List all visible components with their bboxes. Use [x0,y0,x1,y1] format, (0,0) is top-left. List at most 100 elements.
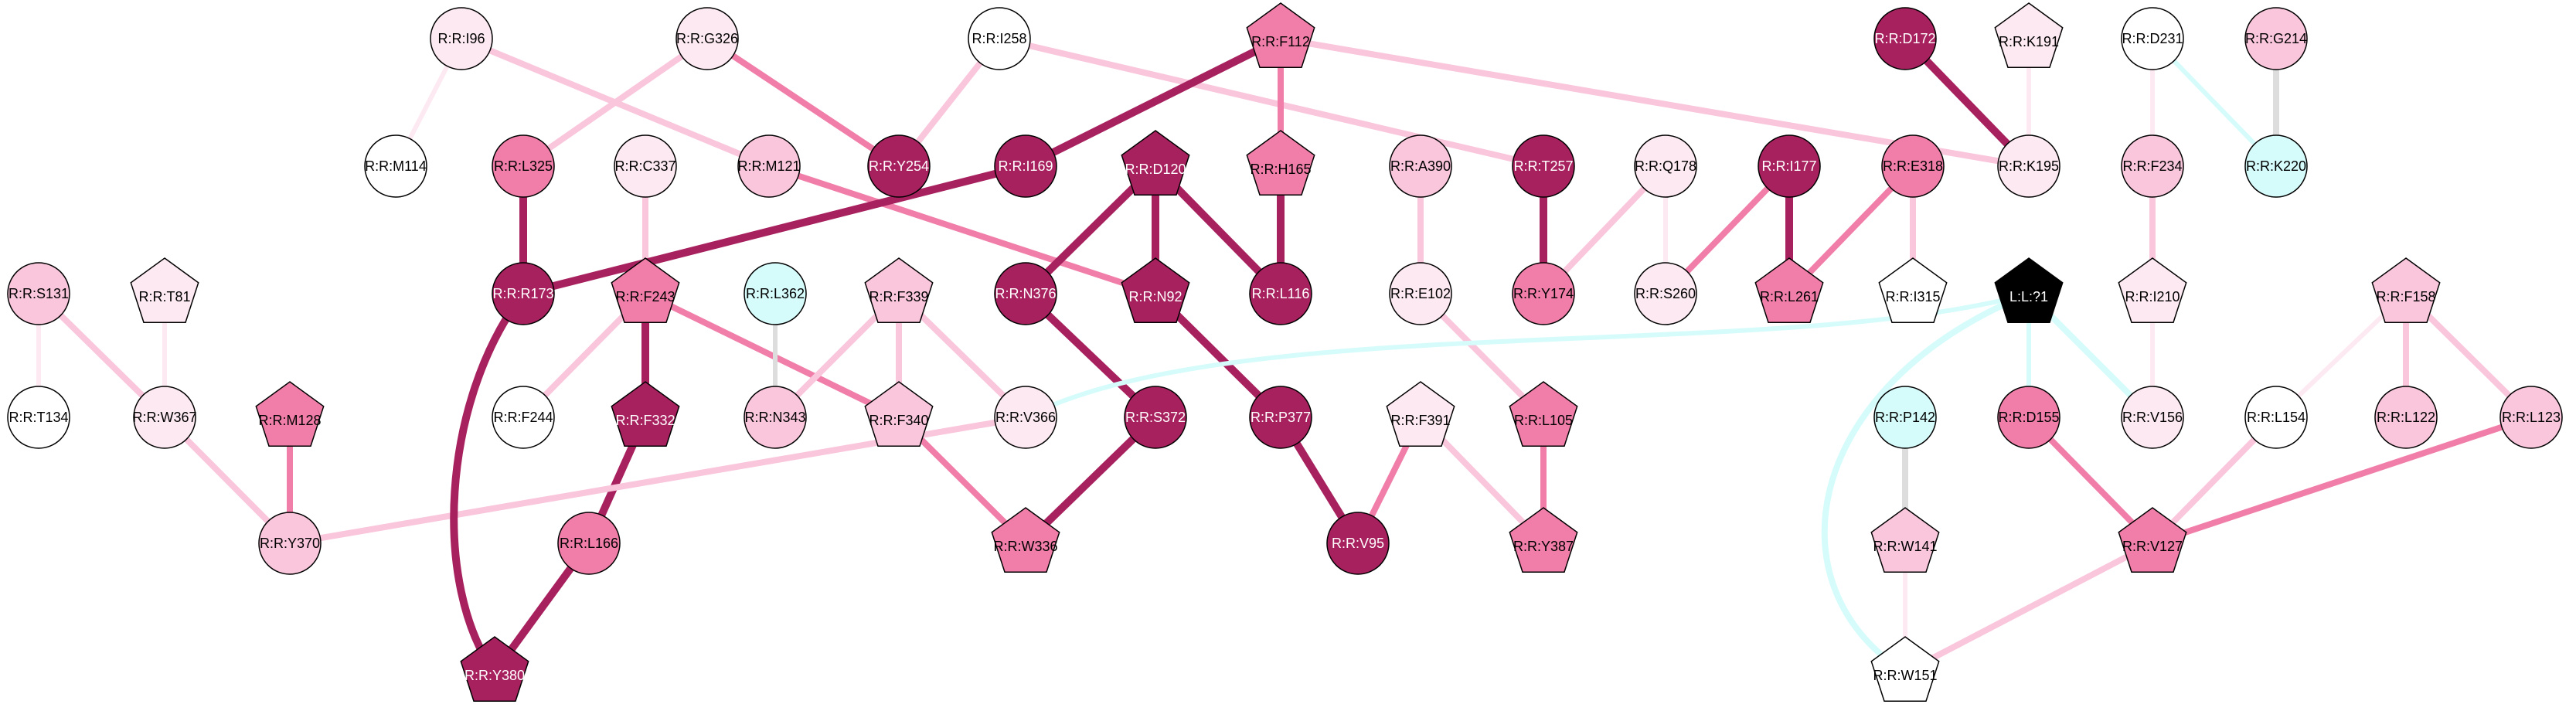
node-r-r-l325: R:R:L325 [492,134,555,198]
node-r-r-g214: R:R:G214 [2244,7,2308,70]
node-label: R:R:E318 [1883,158,1943,174]
node-r-r-f339: R:R:F339 [864,257,934,323]
edge-l1-w151 [1821,291,2032,675]
node-r-r-k195: R:R:K195 [1997,134,2060,198]
node-label: R:R:D172 [1874,31,1935,46]
circle-node-shape [133,386,196,449]
circle-node-shape [1512,262,1575,325]
pentagon-node-shape [991,507,1060,573]
node-label: R:R:W367 [132,410,196,425]
node-label: R:R:R173 [492,286,553,301]
node-label: R:R:T81 [138,289,190,304]
node-r-r-l116: R:R:L116 [1249,262,1312,325]
node-r-r-f243: R:R:F243 [611,257,680,323]
edge-f112-i169 [1022,35,1285,170]
node-r-r-v95: R:R:V95 [1326,512,1390,575]
pentagon-node-shape [1870,636,1940,702]
circle-node-shape [1249,386,1312,449]
edge-i258-t257 [996,36,1547,169]
pentagon-node-shape [1386,381,1455,447]
pentagon-node-shape [130,257,199,323]
node-label: R:R:K191 [1999,34,2059,49]
node-label: R:R:Y380 [464,668,525,683]
node-label: R:R:V127 [2122,539,2183,554]
node-label: R:R:S131 [9,286,69,301]
circle-node-shape [2244,134,2308,198]
node-r-r-p142: R:R:P142 [1873,386,1937,449]
pentagon-node-shape [2118,507,2187,573]
node-r-r-r173: R:R:R173 [492,262,555,325]
circle-node-shape [1881,134,1945,198]
node-r-r-f332: R:R:F332 [611,381,680,447]
node-label: R:R:I210 [2125,289,2180,304]
circle-node-shape [364,134,427,198]
circle-node-shape [258,512,322,575]
node-label: R:R:F340 [869,413,928,428]
node-r-r-f391: R:R:F391 [1386,381,1455,447]
pentagon-node-shape [1878,257,1948,323]
pentagon-node-shape [1754,257,1824,323]
circle-node-shape [1634,262,1697,325]
edge-m121-n92 [766,163,1159,297]
node-r-r-s372: R:R:S372 [1124,386,1187,449]
circle-node-shape [994,262,1057,325]
node-r-r-l362: R:R:L362 [744,262,807,325]
circle-node-shape [744,386,807,449]
edge-g326-l325 [520,36,710,169]
node-label: R:R:V95 [1332,536,1384,551]
node-label: R:R:F391 [1390,413,1450,428]
node-label: R:R:L325 [494,158,553,174]
node-label: R:R:L105 [1514,413,1573,428]
node-r-r-f244: R:R:F244 [492,386,555,449]
node-label: R:R:L261 [1760,289,1819,304]
node-label: R:R:L122 [2377,410,2435,425]
node-r-r-i315: R:R:I315 [1878,257,1948,323]
circle-node-shape [1634,134,1697,198]
circle-node-shape [7,386,70,449]
node-r-r-a390: R:R:A390 [1389,134,1452,198]
pentagon-node-shape [864,381,934,447]
node-r-r-f158: R:R:F158 [2371,257,2441,323]
node-label: R:R:E102 [1390,286,1451,301]
pentagon-node-shape [864,257,934,323]
edge-f243-f340 [642,291,902,420]
circle-node-shape [492,262,555,325]
node-label: R:R:D155 [1998,410,2059,425]
node-label: R:R:H165 [1250,162,1311,177]
node-label: R:R:I258 [972,31,1026,46]
node-label: R:R:D120 [1125,162,1186,177]
node-r-r-l123: R:R:L123 [2499,386,2563,449]
node-label: R:R:S260 [1635,286,1696,301]
node-label: R:R:L362 [746,286,805,301]
node-label: R:R:F244 [493,410,553,425]
node-r-r-y174: R:R:Y174 [1512,262,1575,325]
node-r-r-i169: R:R:I169 [994,134,1057,198]
node-r-r-q178: R:R:Q178 [1634,134,1697,198]
node-r-r-f234: R:R:F234 [2121,134,2184,198]
node-r-r-d120: R:R:D120 [1121,130,1190,196]
node-label: R:R:F339 [869,289,928,304]
node-l-l-1: L:L:?1 [1994,257,2064,323]
node-r-r-k191: R:R:K191 [1994,2,2064,68]
edge-g326-y254 [704,36,902,169]
node-r-r-m114: R:R:M114 [364,134,427,198]
node-r-r-w141: R:R:W141 [1870,507,1940,573]
node-label: R:R:L154 [2247,410,2305,425]
node-r-r-y380: R:R:Y380 [460,636,529,702]
edge-v127-w151 [1902,540,2156,675]
circle-node-shape [614,134,677,198]
pentagon-node-shape [1509,381,1578,447]
node-label: R:R:M114 [365,158,427,174]
node-r-r-y387: R:R:Y387 [1509,507,1578,573]
node-r-r-v127: R:R:V127 [2118,507,2187,573]
node-label: R:R:W141 [1873,539,1937,554]
circle-node-shape [557,512,621,575]
circle-node-shape [968,7,1031,70]
node-label: R:R:I96 [437,31,485,46]
edge-r173-y380 [450,290,527,676]
pentagon-node-shape [2118,257,2187,323]
node-r-r-w151: R:R:W151 [1870,636,1940,702]
node-label: R:R:D231 [2122,31,2183,46]
node-r-r-t257: R:R:T257 [1512,134,1575,198]
